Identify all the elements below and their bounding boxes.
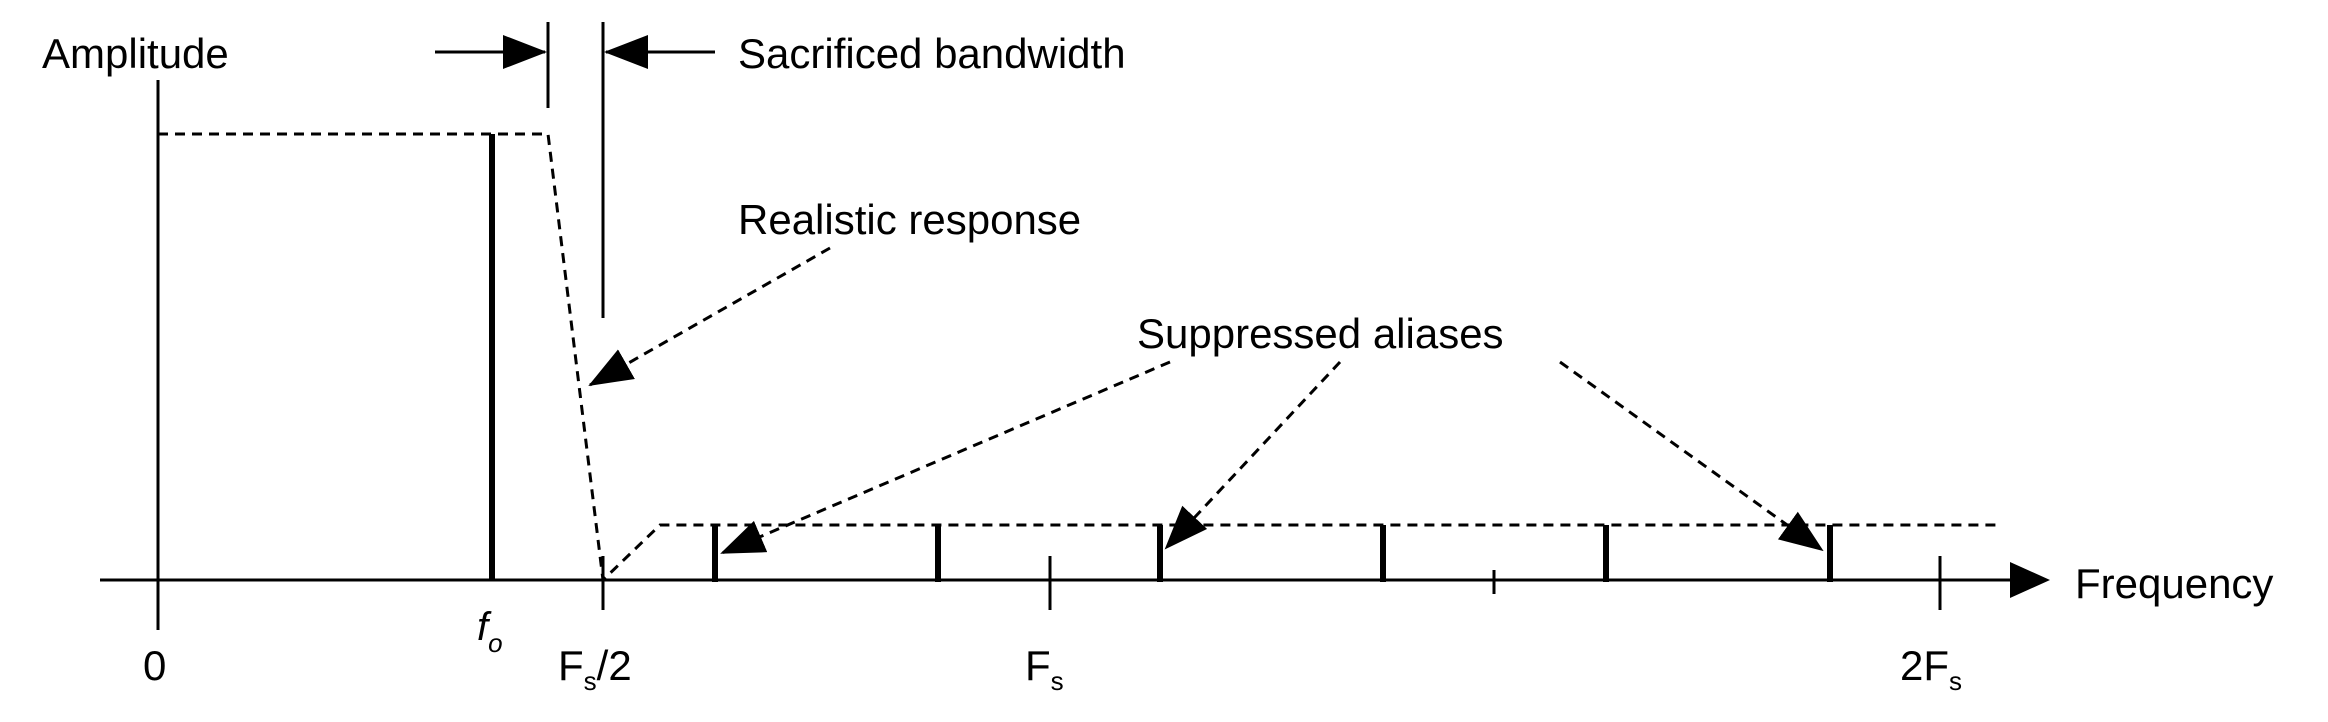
tick-label-fs-half: Fs/2 <box>558 642 632 696</box>
tick-label-2fs-main: 2F <box>1900 642 1949 689</box>
tick-label-zero: 0 <box>143 642 166 689</box>
tick-label-fs-half-main: F <box>558 642 584 689</box>
tick-label-fs-main: F <box>1025 642 1051 689</box>
realistic-response-curve <box>158 132 2000 584</box>
tick-label-f0-sub: o <box>488 628 502 658</box>
suppressed-aliases-label: Suppressed aliases <box>1137 310 1504 357</box>
amplitude-label: Amplitude <box>42 30 229 77</box>
tick-label-fs-half-tail: /2 <box>597 642 632 689</box>
tick-label-f0: fo <box>477 605 503 658</box>
tick-label-fs-half-sub: s <box>584 666 597 696</box>
tick-label-fs: Fs <box>1025 642 1064 696</box>
frequency-axis-arrowhead <box>2010 562 2050 598</box>
tick-label-fs-sub: s <box>1051 666 1064 696</box>
sacrificed-bandwidth-label: Sacrificed bandwidth <box>738 30 1126 77</box>
realistic-response-pointer <box>588 246 831 387</box>
alias-lines <box>712 525 1833 582</box>
tick-label-2fs-sub: s <box>1949 666 1962 696</box>
alias-pointer-3 <box>1559 360 1824 552</box>
tick-label-2fs: 2Fs <box>1900 642 1962 696</box>
alias-pointer-1 <box>720 360 1171 555</box>
alias-pointer-2 <box>1164 360 1342 550</box>
frequency-label: Frequency <box>2075 560 2273 607</box>
realistic-response-label: Realistic response <box>738 196 1081 243</box>
suppressed-aliases-pointers <box>720 360 1824 555</box>
